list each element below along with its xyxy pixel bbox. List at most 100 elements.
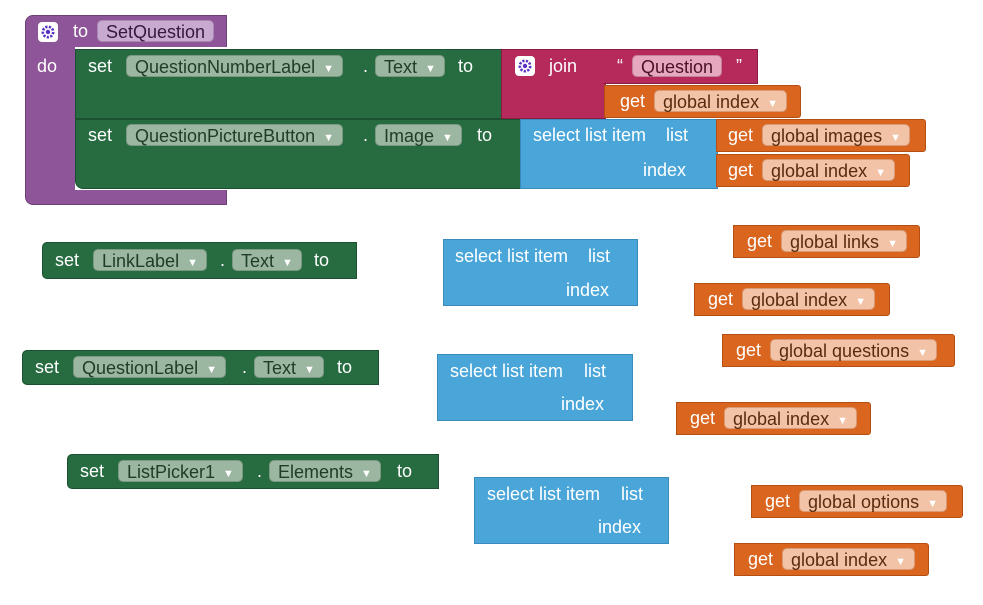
chevron-down-icon: ▼ [323, 63, 334, 75]
select-list-item-keyword: select list item [533, 125, 647, 145]
component-dropdown-link-label[interactable]: LinkLabel ▼ [93, 249, 207, 271]
list-keyword: list [666, 125, 688, 145]
variable-dropdown[interactable]: global questions▼ [770, 339, 937, 361]
component-dropdown-list-picker[interactable]: ListPicker1 ▼ [118, 460, 243, 482]
quote-open: “ [617, 56, 623, 76]
chevron-down-icon: ▼ [223, 468, 234, 480]
chevron-down-icon: ▼ [282, 257, 293, 269]
get-keyword: get [690, 408, 716, 428]
set-keyword: set [88, 125, 113, 145]
get-keyword: get [736, 340, 762, 360]
list-keyword: list [584, 361, 606, 381]
chevron-down-icon: ▼ [855, 296, 866, 308]
property-dropdown-text[interactable]: Text ▼ [254, 356, 324, 378]
select-list-item-block[interactable] [437, 354, 633, 421]
chevron-down-icon: ▼ [304, 364, 315, 376]
property-name: Text [241, 251, 275, 271]
get-keyword: get [728, 125, 754, 145]
index-keyword: index [566, 280, 610, 300]
component-name: LinkLabel [102, 251, 180, 271]
list-keyword: list [621, 484, 643, 504]
chevron-down-icon: ▼ [187, 257, 198, 269]
get-keyword: get [728, 160, 754, 180]
chevron-down-icon: ▼ [206, 364, 217, 376]
chevron-down-icon: ▼ [323, 132, 334, 144]
index-keyword: index [598, 517, 642, 537]
property-dropdown-text[interactable]: Text ▼ [232, 249, 302, 271]
variable-name: global links [790, 232, 880, 252]
select-list-item-keyword: select list item [455, 246, 569, 266]
to-keyword: to [397, 461, 413, 481]
variable-name: global index [771, 161, 868, 181]
gear-icon[interactable] [515, 56, 535, 76]
property-dropdown-text[interactable]: Text ▼ [375, 55, 445, 77]
variable-dropdown[interactable]: global links ▼ [781, 230, 907, 252]
variable-dropdown[interactable]: global index ▼ [762, 159, 895, 181]
join-keyword: join [549, 56, 578, 76]
chevron-down-icon: ▼ [917, 347, 928, 359]
variable-dropdown[interactable]: global options▼ [799, 490, 947, 512]
variable-dropdown[interactable]: global index ▼ [724, 407, 857, 429]
variable-dropdown[interactable]: global index ▼ [654, 90, 787, 112]
variable-name: global index [791, 550, 888, 570]
component-name: QuestionNumberLabel [135, 57, 316, 77]
set-keyword: set [88, 56, 113, 76]
dot-separator: . [363, 56, 369, 76]
component-dropdown-question-number-label[interactable]: QuestionNumberLabel ▼ [126, 55, 343, 77]
variable-name: global images [771, 126, 883, 146]
dot-separator: . [220, 250, 226, 270]
variable-dropdown[interactable]: global index ▼ [782, 548, 915, 570]
text-literal-field[interactable]: Question [632, 55, 723, 77]
quote-close: ” [736, 56, 742, 76]
component-name: ListPicker1 [127, 462, 216, 482]
component-name: QuestionLabel [82, 358, 199, 378]
chevron-down-icon: ▼ [425, 63, 436, 75]
list-keyword: list [588, 246, 610, 266]
index-keyword: index [643, 160, 687, 180]
set-keyword: set [35, 357, 60, 377]
property-name: Elements [278, 462, 354, 482]
component-dropdown-question-picture-button[interactable]: QuestionPictureButton▼ [126, 124, 343, 146]
get-keyword: get [708, 289, 734, 309]
select-list-item-keyword: select list item [487, 484, 601, 504]
set-keyword: set [55, 250, 80, 270]
select-list-item-block[interactable] [474, 477, 669, 544]
index-keyword: index [561, 394, 605, 414]
property-name: Text [384, 57, 418, 77]
property-dropdown-elements[interactable]: Elements ▼ [269, 460, 381, 482]
chevron-down-icon: ▼ [875, 167, 886, 179]
variable-name: global index [663, 92, 760, 112]
select-list-item-block[interactable] [520, 119, 718, 189]
property-dropdown-image[interactable]: Image▼ [375, 124, 462, 146]
dot-separator: . [363, 125, 369, 145]
property-name: Text [263, 358, 297, 378]
gear-icon[interactable] [38, 22, 58, 42]
variable-name: global index [733, 409, 830, 429]
to-keyword: to [337, 357, 353, 377]
chevron-down-icon: ▼ [890, 132, 901, 144]
set-keyword: set [80, 461, 105, 481]
procedure-do-keyword: do [37, 56, 58, 76]
select-list-item-keyword: select list item [450, 361, 564, 381]
to-keyword: to [458, 56, 474, 76]
chevron-down-icon: ▼ [837, 415, 848, 427]
to-keyword: to [314, 250, 330, 270]
component-dropdown-question-label[interactable]: QuestionLabel ▼ [73, 356, 226, 378]
chevron-down-icon: ▼ [887, 238, 898, 250]
select-list-item-block[interactable] [443, 239, 638, 306]
variable-dropdown[interactable]: global images ▼ [762, 124, 910, 146]
get-keyword: get [765, 491, 791, 511]
get-keyword: get [747, 231, 773, 251]
dot-separator: . [242, 357, 248, 377]
get-keyword: get [620, 91, 646, 111]
chevron-down-icon: ▼ [767, 98, 778, 110]
get-keyword: get [748, 549, 774, 569]
dot-separator: . [257, 461, 263, 481]
chevron-down-icon: ▼ [361, 468, 372, 480]
variable-dropdown[interactable]: global index▼ [742, 288, 875, 310]
to-keyword: to [477, 125, 493, 145]
procedure-name-field[interactable]: SetQuestion [97, 20, 215, 42]
procedure-to-keyword: to [73, 21, 89, 41]
chevron-down-icon: ▼ [895, 556, 906, 568]
chevron-down-icon: ▼ [927, 498, 938, 510]
